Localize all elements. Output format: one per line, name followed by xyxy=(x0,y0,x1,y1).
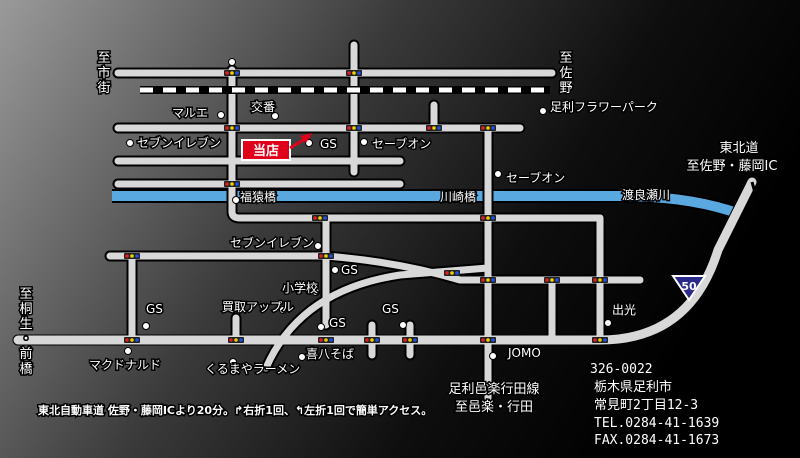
landmark-dots xyxy=(124,58,612,366)
address-fax: FAX.0284-41-1673 xyxy=(594,433,719,448)
label-gs-4: GS xyxy=(382,302,399,316)
address-block: 326-0022 栃木県足利市 常見町2丁目12-3 TEL.0284-41-1… xyxy=(589,361,720,449)
traffic-signal xyxy=(592,277,608,283)
traffic-signals xyxy=(124,70,608,343)
label-gs-3: GS xyxy=(146,302,163,316)
label-to-sano-fujioka: 至佐野・藤岡IC xyxy=(687,159,778,174)
traffic-signal xyxy=(346,70,362,76)
landmark-dot xyxy=(604,319,612,327)
route-50 xyxy=(13,177,757,345)
traffic-signal xyxy=(224,70,240,76)
label-idemitsu: 出光 xyxy=(612,303,636,317)
expressway-link xyxy=(750,181,767,229)
landmark-dot xyxy=(331,266,339,274)
traffic-signal xyxy=(480,125,496,131)
landmark-dot xyxy=(312,288,320,296)
label-marue: マルエ xyxy=(172,106,208,120)
landmark-dot xyxy=(399,321,407,329)
landmark-dot xyxy=(314,242,322,250)
route-number: 50 xyxy=(681,280,697,293)
landmark-dot xyxy=(228,58,236,66)
railway xyxy=(140,86,550,94)
label-gs-5: GS xyxy=(329,316,346,330)
landmark-dot xyxy=(271,112,279,120)
landmark-dot xyxy=(217,111,225,119)
traffic-signal xyxy=(124,253,140,259)
traffic-signal xyxy=(592,337,608,343)
road-middle xyxy=(106,252,644,284)
label-tohoku-road: 東北道 xyxy=(719,140,758,156)
traffic-signal xyxy=(426,125,442,131)
store-arrowhead xyxy=(300,133,312,143)
direction-to-ichikai: 至市街 xyxy=(97,51,110,96)
access-note: 東北自動車道 佐野・藤岡ICより20分。↱右折1回、↰左折1回で簡単アクセス。 xyxy=(38,403,432,417)
label-jomo: JOMO xyxy=(507,346,541,360)
traffic-signal xyxy=(402,337,418,343)
label-shogakko: 小学校 xyxy=(282,280,318,295)
direction-to-sano: 至佐野 xyxy=(559,51,572,96)
traffic-signal xyxy=(480,337,496,343)
label-fukusaru-bridge: 福猿橋 xyxy=(240,189,276,204)
landmark-dot xyxy=(279,306,287,314)
address-tel: TEL.0284-41-1639 xyxy=(594,416,719,431)
watarase-river-shape xyxy=(112,189,743,221)
landmark-dot xyxy=(539,107,547,115)
landmark-dot xyxy=(298,353,306,361)
label-koban: 交番 xyxy=(251,99,275,114)
store-box xyxy=(241,139,291,161)
label-kurumaya-ramen: くるまやラーメン xyxy=(205,362,300,376)
landmark-dot xyxy=(126,139,134,147)
traffic-signal xyxy=(224,125,240,131)
traffic-signal xyxy=(224,181,240,187)
label-gs-2: GS xyxy=(341,263,358,277)
traffic-signal xyxy=(364,337,380,343)
label-kawasaki-bridge: 川崎橋 xyxy=(440,190,476,204)
road-west-vertical xyxy=(228,66,604,222)
address-city: 栃木県足利市 xyxy=(594,379,672,395)
roads xyxy=(13,41,757,402)
label-watarase-river: 渡良瀬川 xyxy=(622,187,670,202)
landmark-dot xyxy=(229,358,237,366)
label-gs-1: GS xyxy=(320,137,337,151)
landmark-dot xyxy=(305,139,313,147)
label-mcdonalds: マクドナルド xyxy=(89,358,161,372)
traffic-signal xyxy=(346,125,362,131)
label-ashikaga-ora-line: 足利邑楽行田線 xyxy=(448,381,539,397)
label-kihachi-soba: 喜八そば xyxy=(306,347,354,361)
address-street: 常見町2丁目12-3 xyxy=(594,398,698,413)
route-50-shield: 50 xyxy=(671,275,707,302)
label-kaitori-apple: 買取アップル xyxy=(222,300,294,314)
label-seven-eleven-2: セブンイレブン xyxy=(230,235,314,250)
landmark-dot xyxy=(317,323,325,331)
label-to-ora-gyoda: 至邑楽・行田 xyxy=(455,399,533,415)
landmark-dot xyxy=(124,347,132,355)
landmark-dot xyxy=(489,352,497,360)
label-seveon-1: セーブオン xyxy=(372,136,431,151)
traffic-signal xyxy=(318,337,334,343)
traffic-signal xyxy=(312,215,328,221)
traffic-signal xyxy=(228,337,244,343)
traffic-signal xyxy=(480,277,496,283)
label-flower-park: 足利フラワーパーク xyxy=(550,100,658,114)
route-shield-icon xyxy=(671,275,707,302)
landmark-dot xyxy=(494,170,502,178)
traffic-signal xyxy=(444,270,460,276)
traffic-signal xyxy=(480,215,496,221)
road-diagonal xyxy=(262,264,492,372)
address-postal: 326-0022 xyxy=(590,362,653,377)
landmark-dot xyxy=(360,138,368,146)
label-seven-eleven-1: セブンイレブン xyxy=(137,135,221,150)
direction-to-kiryu-maebashi: 至桐生・前橋 xyxy=(19,287,32,377)
label-seveon-2: セーブオン xyxy=(506,170,565,185)
store-label: 当店 xyxy=(253,143,279,159)
landmark-dot xyxy=(142,322,150,330)
traffic-signal xyxy=(124,337,140,343)
store-marker: 当店 xyxy=(241,133,312,161)
traffic-signal xyxy=(544,277,560,283)
traffic-signal xyxy=(318,253,334,259)
landmark-dot xyxy=(232,196,240,204)
